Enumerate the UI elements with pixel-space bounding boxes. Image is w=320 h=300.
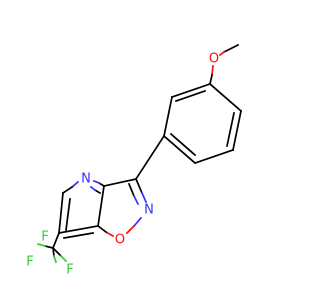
atom-label-fluorine-top: F	[41, 230, 48, 245]
atom-label-isoxazole-n: N	[144, 203, 154, 218]
bond-c3a-c7a	[97, 185, 105, 227]
bond-n4-c5-a	[70, 180, 80, 189]
bond-c6-c7-inner	[63, 232, 94, 239]
bond-c3-c3a	[102, 177, 138, 188]
bond-phenyl-1-inner	[174, 89, 207, 103]
bond-n-o-b	[125, 224, 136, 235]
bond-phenyl-3	[162, 134, 197, 165]
bond-cf3-f-bottom-b	[59, 254, 68, 263]
bond-c3a-n4-inner-b	[89, 185, 97, 192]
bond-cf3-f-bottom-a	[51, 246, 63, 258]
bond-n-o-a	[132, 216, 143, 228]
bond-cf3-f-top-b	[52, 254, 58, 264]
atom-label-isoxazole-o: O	[115, 233, 125, 248]
bond-phenyl-1	[170, 82, 212, 99]
bond-c5-c6-inner	[65, 198, 71, 231]
bond-phenyl-4	[193, 148, 235, 165]
bond-o-c7a-b	[96, 224, 108, 234]
bond-c3a-n4-a	[97, 181, 106, 188]
bond-methyl-o	[218, 50, 226, 57]
bond-c3a-n4-inner-a	[93, 188, 102, 195]
bond-phenyl-5-inner	[225, 111, 236, 148]
bond-c3-n-inner-a	[127, 182, 136, 198]
atom-label-methoxy-o: O	[209, 52, 219, 67]
bond-c3-n-double-a	[134, 177, 144, 195]
atom-label-fluorine-bottom: F	[66, 263, 73, 278]
bond-cf3-f-left-a	[43, 244, 55, 250]
bond-c6-cf3	[51, 231, 61, 250]
bond-c6-c7	[58, 225, 99, 234]
bond-phenyl-5	[231, 109, 243, 152]
bond-o-c7a-a	[104, 230, 115, 238]
bond-methyl	[222, 43, 240, 54]
bond-phenyl-3-inner	[169, 132, 197, 157]
bond-n4-c5-b	[61, 185, 74, 195]
bond-o-aryl-part	[211, 65, 214, 76]
atom-label-pyridine-n: N	[81, 172, 91, 187]
bond-c5-c6	[58, 192, 64, 234]
bond-c3-n-inner-b	[132, 194, 140, 206]
molecule-structure: O N N O F F F	[26, 43, 243, 278]
bond-phenyl-6	[208, 82, 243, 113]
bond-c3-n-double-b	[140, 191, 148, 204]
bond-o-aryl	[208, 73, 214, 86]
bond-cf3-f-left-b	[36, 242, 47, 248]
bond-phenyl-2	[162, 95, 174, 138]
bond-c3a-n4-b	[92, 179, 101, 185]
atom-label-fluorine-left: F	[26, 255, 33, 270]
bond-aryl-isoxazole	[134, 134, 166, 181]
